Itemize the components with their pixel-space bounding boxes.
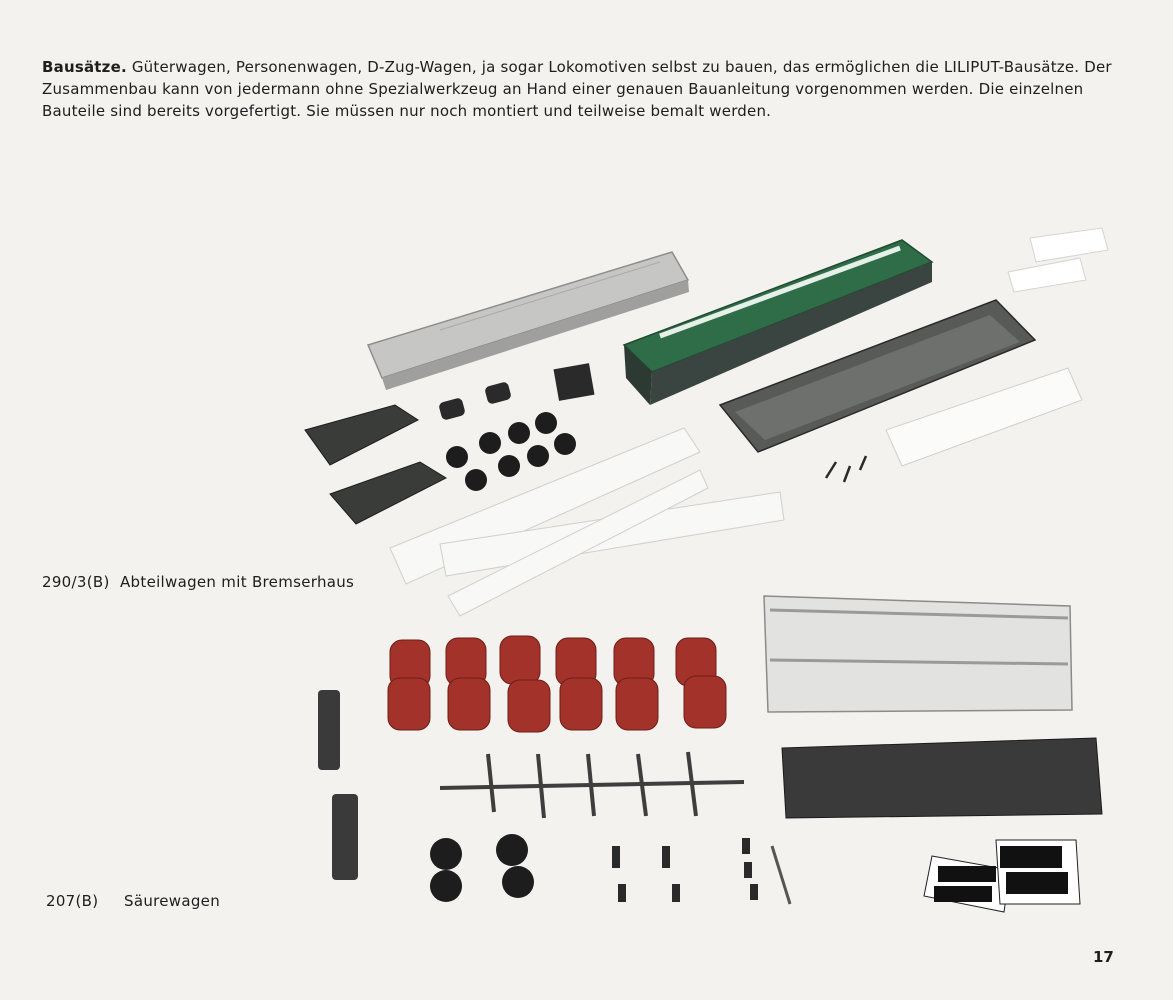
decal-sheets	[1007, 227, 1109, 293]
kit-name: Säurewagen	[124, 892, 221, 910]
small-parts	[439, 363, 595, 420]
kit-caption-290: 290/3(B) Abteilwagen mit Bremserhaus	[42, 573, 354, 591]
wagon-chassis	[781, 737, 1103, 819]
coach-roof	[366, 251, 690, 390]
floor-plate	[885, 367, 1083, 467]
coach-body	[622, 239, 934, 405]
sprue-strips	[389, 427, 785, 617]
label-cards	[923, 839, 1081, 913]
page-number: 17	[1093, 948, 1114, 966]
kit-number: 290/3(B)	[42, 573, 110, 591]
wheelsets-207	[430, 834, 534, 902]
kit-number: 207(B)	[46, 892, 99, 910]
bogies	[304, 404, 448, 525]
rod	[770, 845, 792, 905]
screws-207	[612, 838, 758, 902]
pin-sprue	[439, 751, 745, 819]
intro-paragraph: Bausätze. Güterwagen, Personenwagen, D-Z…	[42, 56, 1132, 122]
kit-name: Abteilwagen mit Bremserhaus	[120, 573, 355, 591]
intro-text: Güterwagen, Personenwagen, D-Zug-Wagen, …	[42, 58, 1112, 120]
screws	[824, 455, 868, 483]
kit-caption-207: 207(B) Säurewagen	[46, 892, 220, 910]
coach-underframe	[718, 299, 1037, 453]
intro-heading: Bausätze.	[42, 58, 127, 76]
couplers	[318, 690, 358, 880]
wheelsets	[446, 412, 576, 491]
tank-frame	[763, 595, 1073, 713]
acid-tanks	[387, 635, 727, 733]
